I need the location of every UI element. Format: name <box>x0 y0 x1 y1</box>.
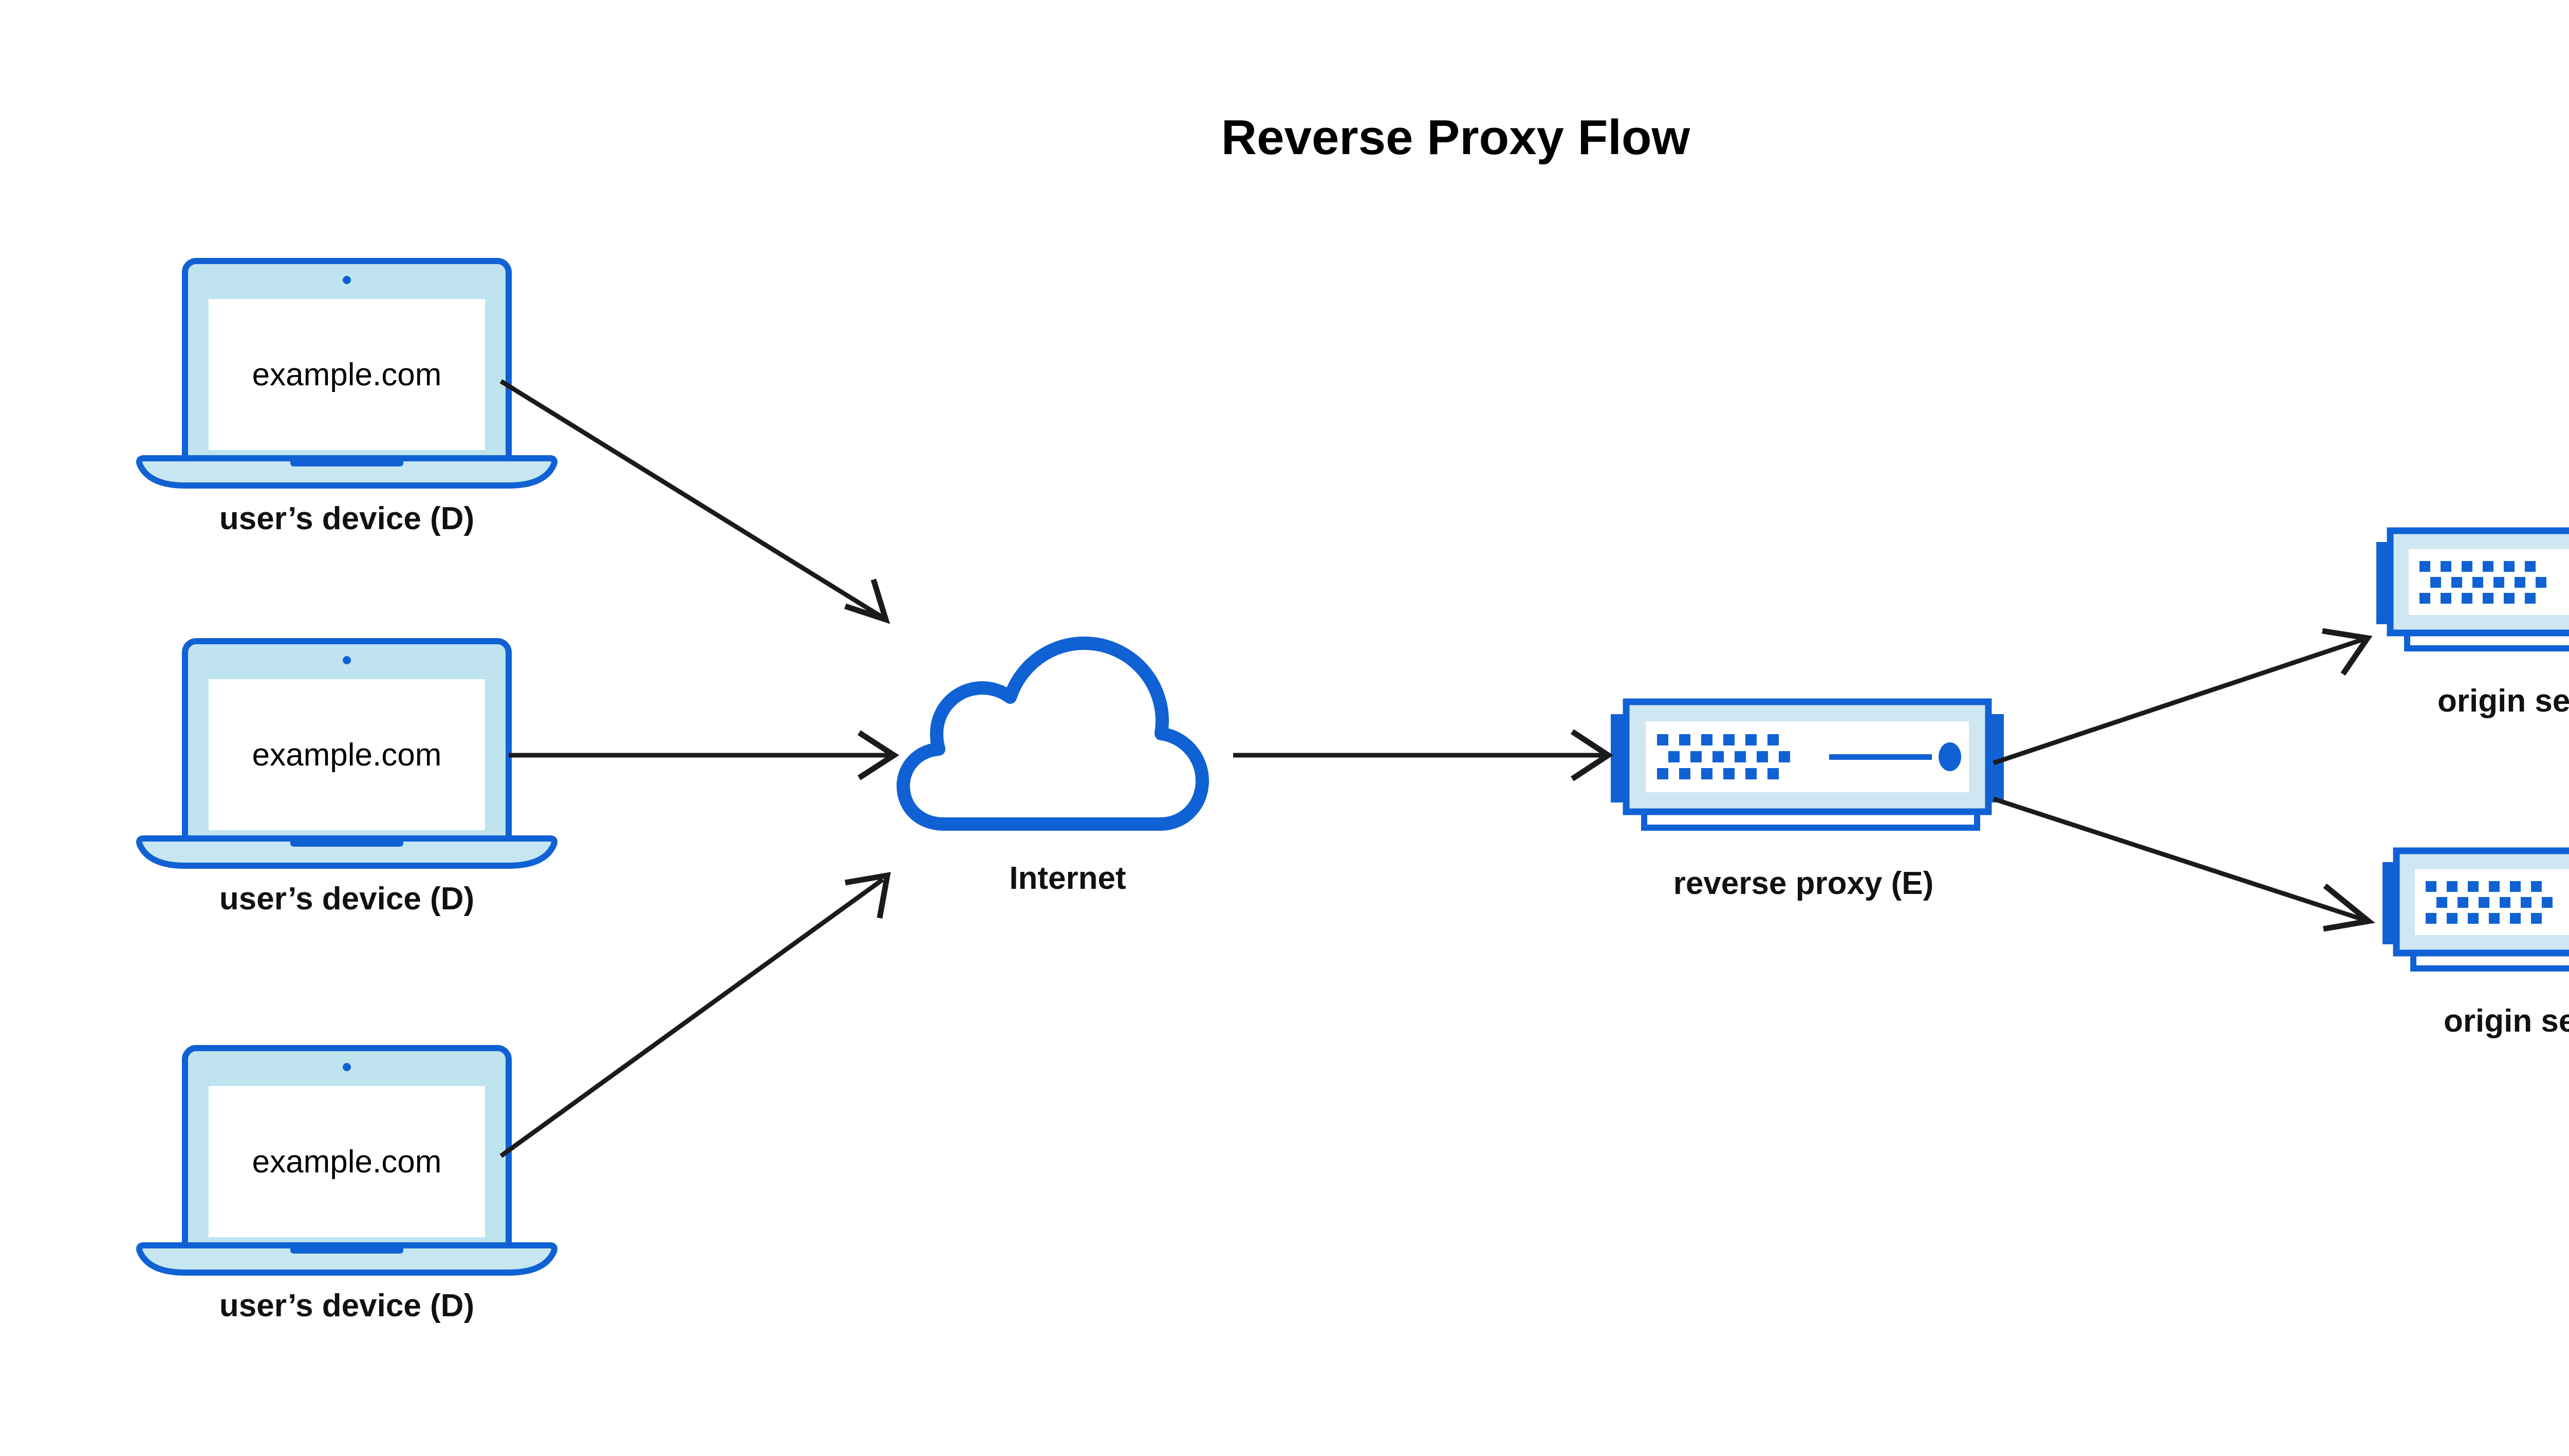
server-led-grid <box>2426 881 2553 924</box>
laptop-trackpad-notch <box>290 838 403 847</box>
laptop-screen <box>209 679 485 830</box>
label-device-middle: user’s device (D) <box>219 881 474 917</box>
label-origin-top: origin server (F) <box>2437 683 2569 719</box>
laptop-camera-icon <box>343 276 351 284</box>
laptop-trackpad-notch <box>290 1245 403 1254</box>
page-title: Reverse Proxy Flow <box>1221 110 1690 165</box>
laptop-icon-device-top[interactable]: example.com <box>136 258 557 489</box>
server-led-grid <box>1657 734 1790 779</box>
edge-device-middle-to-internet <box>509 730 900 780</box>
edge-proxy-to-origin-bottom <box>1993 796 2375 932</box>
label-origin-bottom: origin server (F) <box>2444 1003 2569 1039</box>
laptop-screen-url: example.com <box>252 737 442 773</box>
laptop-base <box>136 835 557 869</box>
cloud-shape <box>897 637 1209 831</box>
laptop-screen <box>209 299 485 450</box>
laptop-base <box>136 455 557 489</box>
server-led-grid <box>2419 561 2546 604</box>
laptop-camera-icon <box>343 1063 351 1071</box>
laptop-icon-device-middle[interactable]: example.com <box>136 638 557 869</box>
server-icon-origin-top[interactable] <box>2376 527 2569 651</box>
server-icon-reverse-proxy[interactable] <box>1611 698 2004 831</box>
server-icon-origin-bottom[interactable] <box>2382 847 2569 972</box>
edge-device-bottom-to-internet <box>499 872 891 1158</box>
laptop-screen <box>209 1086 485 1237</box>
label-device-bottom: user’s device (D) <box>219 1288 474 1323</box>
cloud-icon-internet[interactable] <box>897 637 1209 831</box>
laptop-icon-device-bottom[interactable]: example.com <box>136 1045 557 1276</box>
label-reverse-proxy: reverse proxy (E) <box>1673 866 1934 901</box>
laptop-screen-url: example.com <box>252 1144 442 1180</box>
label-internet: Internet <box>1009 861 1126 896</box>
edge-proxy-to-origin-top <box>1993 628 2373 766</box>
server-status-line <box>1829 754 1932 760</box>
laptop-screen-url: example.com <box>252 357 442 393</box>
laptop-base <box>136 1242 557 1276</box>
laptop-trackpad-notch <box>290 458 403 466</box>
laptop-camera-icon <box>343 656 351 664</box>
server-status-lamp <box>1939 742 1961 771</box>
edge-device-top-to-internet <box>499 379 890 624</box>
label-device-top: user’s device (D) <box>219 501 474 536</box>
edge-internet-to-proxy <box>1233 729 1614 781</box>
